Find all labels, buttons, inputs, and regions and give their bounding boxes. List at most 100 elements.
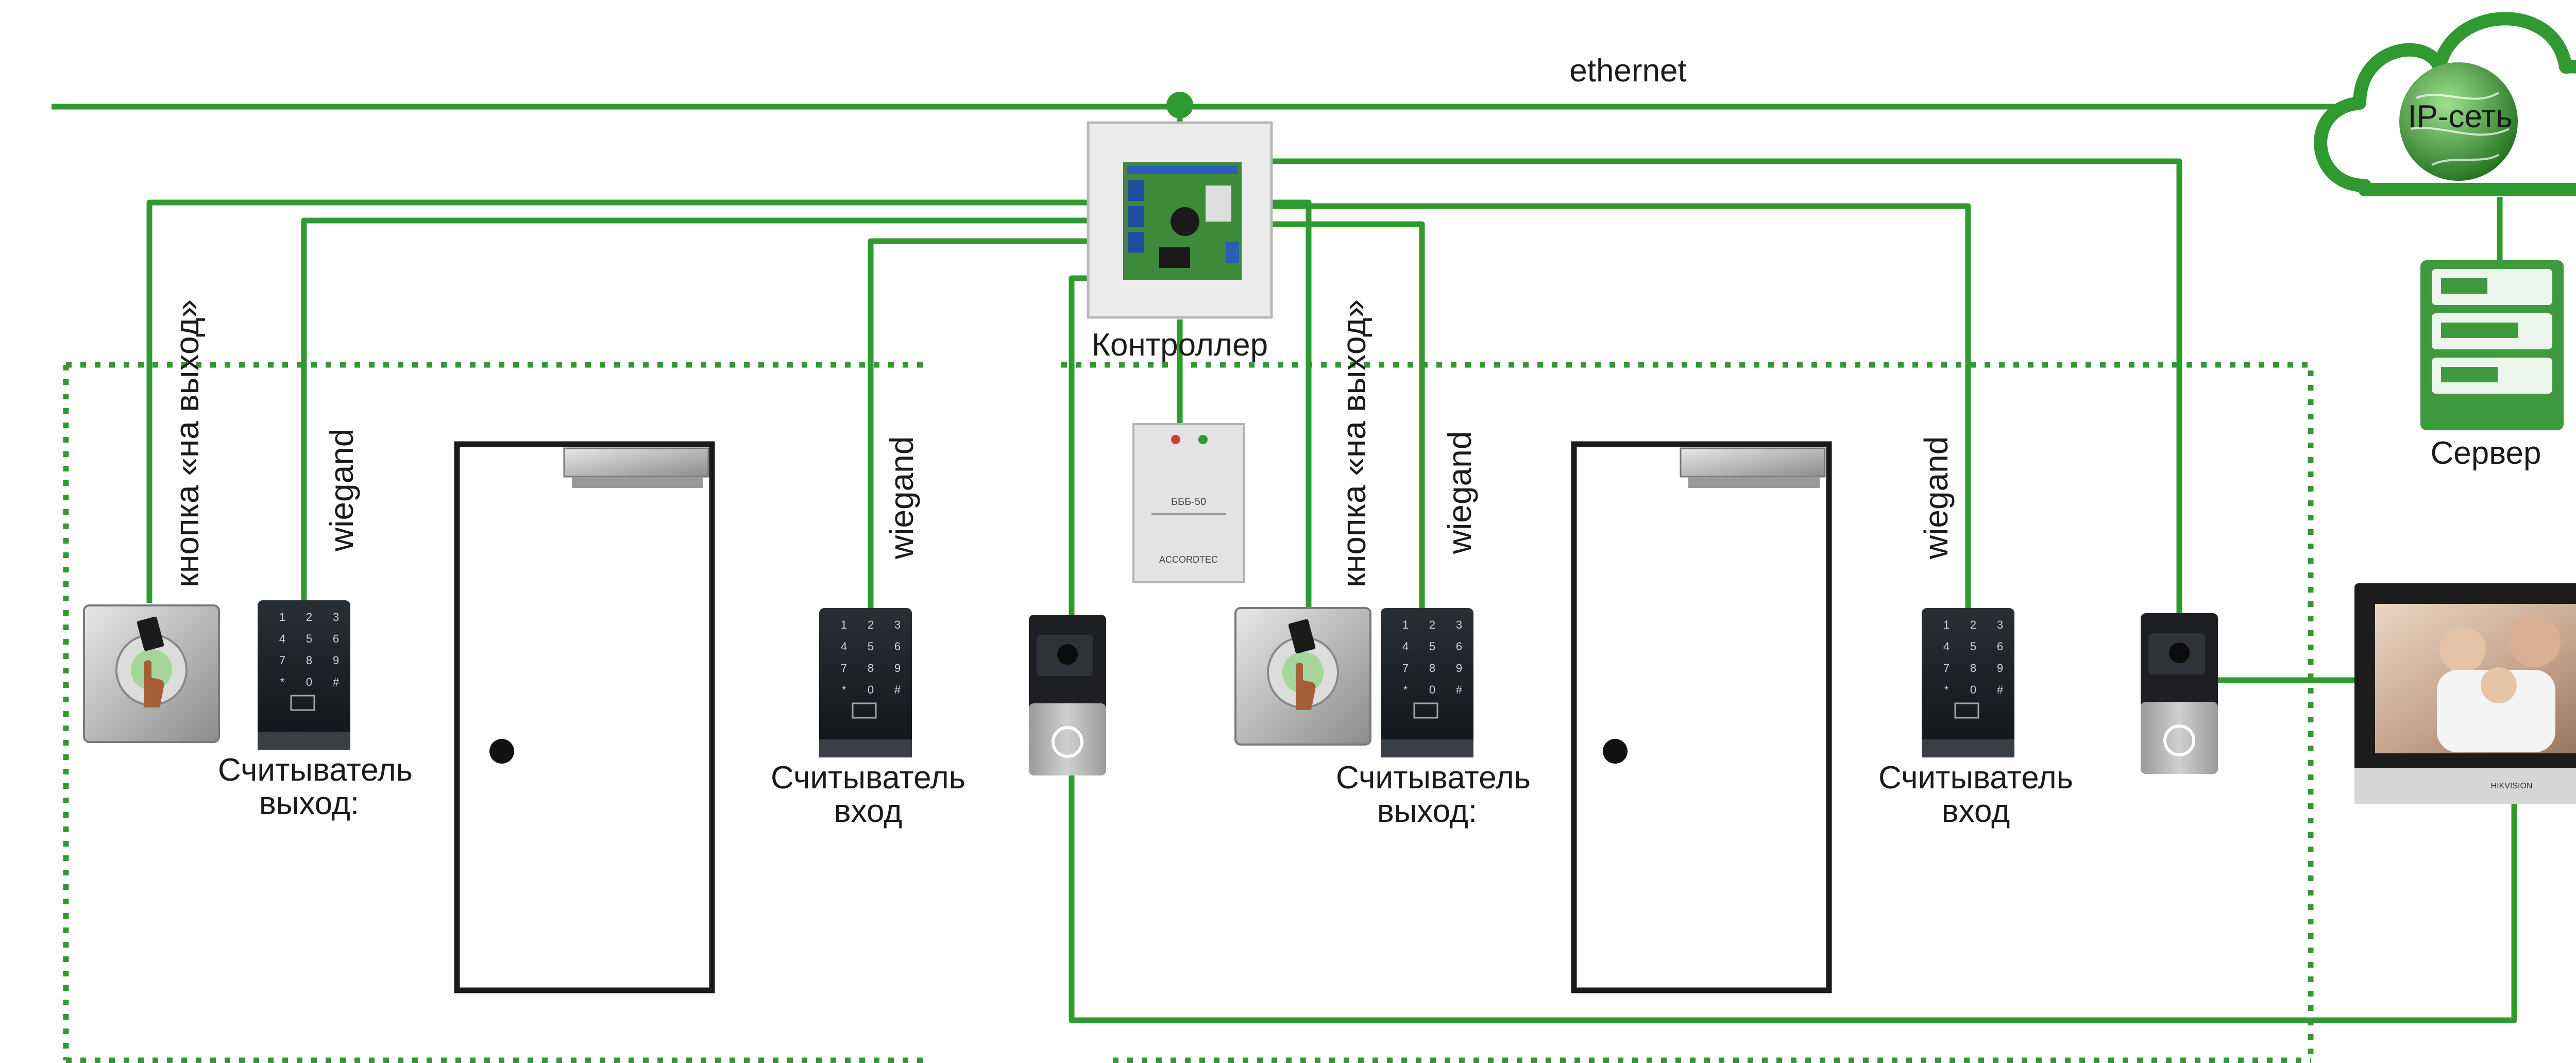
keypad-key: 0 <box>868 683 874 696</box>
server-icon <box>2420 260 2564 430</box>
server-label: Сервер <box>2431 435 2541 471</box>
keypad-key: * <box>280 676 285 688</box>
keypad-key: 7 <box>841 662 847 674</box>
keypad-key: 6 <box>894 640 901 653</box>
keypad-key: * <box>1944 683 1949 696</box>
keypad-key: 7 <box>1402 662 1409 674</box>
keypad-key: * <box>1403 683 1408 696</box>
reader-entry-label-1-line1: Считыватель <box>771 760 965 796</box>
keypad-key: 3 <box>333 611 339 623</box>
call-button-icon <box>1052 726 1083 758</box>
door-2 <box>1571 441 1832 993</box>
keypad-key: 4 <box>1402 640 1409 653</box>
keypad-key: 2 <box>868 618 874 631</box>
power-supply: БББ-50 ACCORDTEC <box>1132 423 1245 583</box>
psu-model: БББ-50 <box>1171 496 1206 508</box>
keypad-key: 2 <box>1970 618 1976 631</box>
ip-network-cloud: IP-сеть <box>2314 12 2576 196</box>
controller-label: Контроллер <box>1092 327 1268 363</box>
wire-bottom-loop <box>1069 775 2517 1023</box>
wire-exit-button-1 <box>146 199 1088 603</box>
wire-reader-exit-2 <box>1272 221 1425 608</box>
controller-device <box>1087 121 1273 319</box>
camera-icon <box>1057 644 1078 665</box>
ethernet-junction <box>1166 92 1193 119</box>
keypad-key: 7 <box>1943 662 1950 674</box>
globe-icon <box>2399 62 2518 181</box>
keypad-key: 2 <box>306 611 312 623</box>
zone-1-boundary <box>63 362 927 1063</box>
keypad-key: 0 <box>1429 683 1435 696</box>
call-button-icon <box>2163 724 2195 756</box>
wiegand-label-entry-1: wiegand <box>883 436 920 560</box>
wire-doorbell-1 <box>1069 275 1088 616</box>
keypad-key: 6 <box>333 632 339 645</box>
keypad-key: 8 <box>868 662 874 674</box>
reader-exit-label-1-line2: выход: <box>259 786 359 821</box>
keypad-key: 8 <box>1970 662 1976 674</box>
camera-icon <box>2169 643 2190 663</box>
door-handle <box>1603 739 1628 764</box>
keypad-key: 3 <box>1997 618 2003 631</box>
keypad-key: 0 <box>1970 683 1976 696</box>
psu-logo: ACCORDTEC <box>1159 554 1218 565</box>
intercom-monitor: HIKVISION <box>2354 583 2576 804</box>
magnetic-lock-1 <box>563 447 709 488</box>
card-reader-entry-2: 1 2 3 4 5 6 7 8 9 * 0 # <box>1922 608 2014 757</box>
keypad-key: 5 <box>868 640 874 653</box>
magnetic-lock-2 <box>1680 447 1826 488</box>
keypad-key: # <box>894 683 901 696</box>
keypad-key: 7 <box>279 654 285 667</box>
keypad-key: 3 <box>1456 618 1462 631</box>
keypad-key: 2 <box>1429 618 1435 631</box>
keypad-key: 9 <box>1997 662 2003 674</box>
exit-button-2 <box>1234 607 1371 746</box>
keypad-key: 1 <box>1943 618 1950 631</box>
keypad-key: 3 <box>894 618 901 631</box>
keypad-key: 5 <box>1970 640 1976 653</box>
keypad: 1 2 3 4 5 6 7 8 9 * 0 # <box>1943 618 2004 696</box>
keypad-key: 8 <box>306 654 312 667</box>
keypad-key: 1 <box>1402 618 1409 631</box>
keypad-key: 9 <box>333 654 339 667</box>
keypad-key: 6 <box>1997 640 2003 653</box>
keypad-key: 0 <box>306 676 312 688</box>
keypad-key: 9 <box>894 662 901 674</box>
keypad-key: 5 <box>1429 640 1435 653</box>
reader-entry-label-1-line2: вход <box>834 794 903 829</box>
keypad-key: 4 <box>279 632 285 645</box>
wire-reader-exit-1 <box>301 217 1088 603</box>
cloud-label: IP-сеть <box>2408 99 2512 134</box>
wire-exit-button-2 <box>1272 199 1312 608</box>
wiegand-label-exit-2: wiegand <box>1441 431 1478 554</box>
reader-entry-label-2-line2: вход <box>1942 794 2010 829</box>
keypad-key: 4 <box>1943 640 1950 653</box>
reader-exit-label-2-line1: Считыватель <box>1336 760 1531 796</box>
reader-entry-label-2-line1: Считыватель <box>1878 760 2073 796</box>
wiegand-label-exit-1: wiegand <box>323 429 360 552</box>
keypad-key: 6 <box>1456 640 1462 653</box>
monitor-brand: HIKVISION <box>2491 782 2533 790</box>
wire-reader-entry-2 <box>1272 203 1971 611</box>
keypad-key: # <box>1997 683 2004 696</box>
exit-button-1 <box>83 604 220 743</box>
keypad-key: 9 <box>1456 662 1462 674</box>
keypad-key: 5 <box>306 632 312 645</box>
keypad-key: 8 <box>1429 662 1435 674</box>
keypad-key: 1 <box>841 618 847 631</box>
keypad-key: # <box>333 676 340 688</box>
wire-reader-entry-1 <box>868 238 1088 611</box>
intercom-panel-2 <box>2141 613 2218 774</box>
reader-exit-label-2-line2: выход: <box>1377 794 1477 829</box>
intercom-panel-1 <box>1029 615 1106 775</box>
keypad-key: * <box>842 683 846 696</box>
door-1 <box>454 441 715 993</box>
door-handle <box>489 739 514 764</box>
zone-2-boundary <box>1061 362 2314 1063</box>
